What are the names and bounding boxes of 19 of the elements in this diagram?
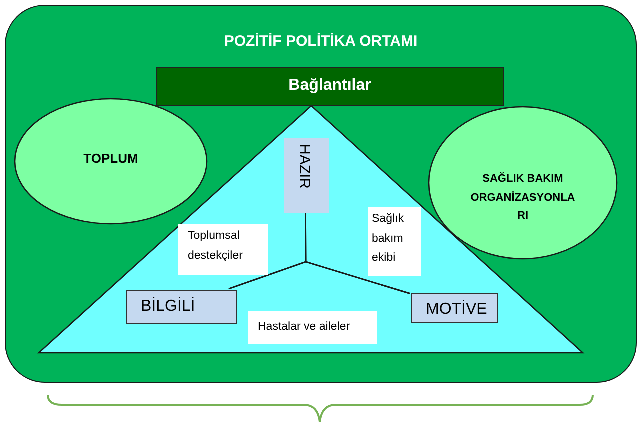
header-bar [156, 67, 504, 106]
environment-panel [5, 5, 637, 383]
text-box [178, 224, 268, 275]
ellipse-label: SAĞLIK BAKIM ORGANİZASYONLA RI [470, 171, 576, 224]
connector-line [228, 261, 410, 294]
text-label: Hastalar ve aileler [258, 320, 352, 335]
text-label: Sağlık bakım ekibi [372, 212, 405, 266]
vertical-label: HAZIR [296, 144, 313, 189]
bar-title: Bağlantılar [288, 77, 372, 95]
box-label: MOTİVE [426, 301, 488, 319]
ellipse-label: TOPLUM [82, 150, 140, 168]
text-box [248, 311, 377, 344]
text-label: Toplumsal destekçiler [188, 229, 244, 264]
text-box [368, 207, 421, 276]
panel-title: POZİTİF POLİTİKA ORTAMI [223, 33, 419, 50]
label-box [284, 138, 329, 213]
label-box [411, 293, 498, 323]
box-label: BİLGİLİ [141, 298, 196, 316]
label-box [126, 290, 237, 324]
